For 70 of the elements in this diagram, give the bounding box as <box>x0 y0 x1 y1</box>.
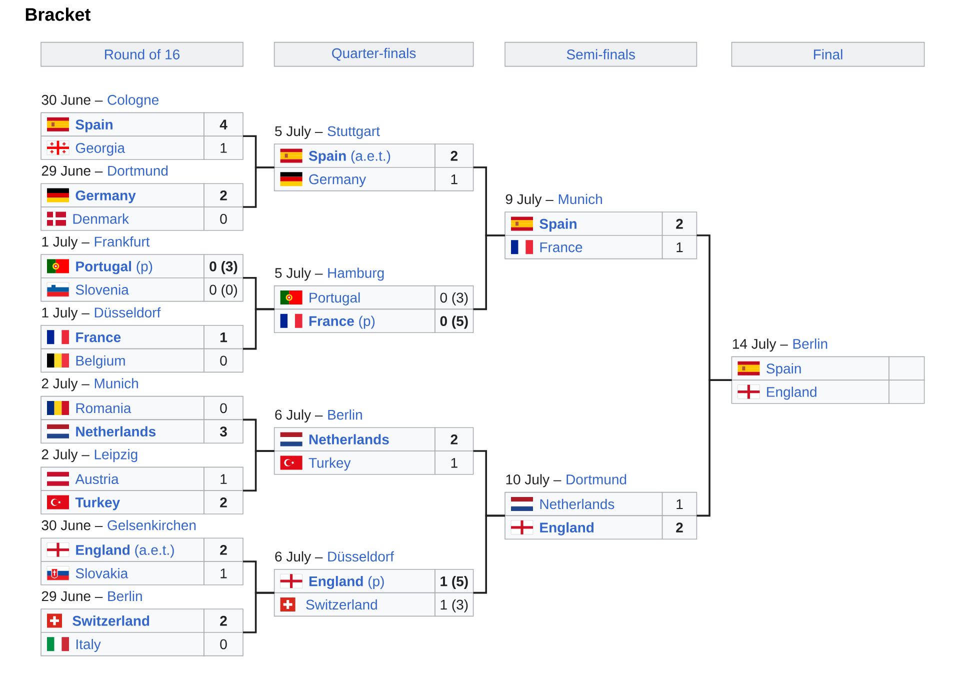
score-cell: 0 (5) <box>434 308 474 333</box>
score-cell: 2 <box>204 183 244 208</box>
venue-link: Leipzig <box>94 449 138 462</box>
bracket-line <box>696 379 732 517</box>
match-date: 1 July – <box>42 307 90 320</box>
match-date: 5 July – <box>275 268 323 281</box>
score-cell: 3 <box>204 419 244 444</box>
score-cell: 1 (5) <box>434 569 474 594</box>
round-header: Round of 16 <box>40 42 244 67</box>
score-cell: 2 <box>434 144 474 168</box>
venue-link: Hamburg <box>328 268 384 281</box>
venue-link: Munich <box>94 378 138 388</box>
score-cell: 0 (3) <box>434 285 474 310</box>
bracket-line <box>243 166 274 208</box>
score-cell: 0 (0) <box>204 278 244 302</box>
match-date: 9 July – <box>506 194 554 207</box>
score-cell: 2 <box>662 212 698 236</box>
venue-link: Düsseldorf <box>328 551 394 562</box>
score-cell: 1 <box>204 466 244 491</box>
round-header: Quarter-finals <box>274 42 474 67</box>
match-date: 2 July – <box>42 378 90 392</box>
score-cell: 1 <box>434 450 474 475</box>
score-cell: 1 <box>204 136 244 160</box>
venue-link: Stuttgart <box>328 126 380 139</box>
score-cell: 0 <box>204 632 244 656</box>
score-cell: 0 <box>204 396 244 420</box>
match-date: 29 June – <box>42 591 103 602</box>
bracket-line <box>243 592 274 634</box>
score-cell: 2 <box>662 515 698 540</box>
match-date: 10 July – <box>506 474 562 488</box>
score-cell: 1 <box>204 561 244 586</box>
score-cell: 0 <box>204 206 244 231</box>
round-header: Final <box>731 42 925 67</box>
venue-link: Munich <box>558 194 602 204</box>
score-cell: 1 <box>662 492 698 516</box>
score-cell: 4 <box>204 112 244 136</box>
match-date: 29 June – <box>42 166 103 176</box>
match-date: 6 July – <box>275 409 323 422</box>
venue-link: Berlin <box>108 590 142 602</box>
score-cell: 1 <box>662 235 698 260</box>
venue-link: Dortmund <box>566 474 626 484</box>
venue-link: Gelsenkirchen <box>108 520 196 530</box>
venue-link: Düsseldorf <box>94 307 161 318</box>
score-cell: 2 <box>204 490 244 514</box>
match-date: 30 June – <box>42 94 103 105</box>
bracket-line <box>473 514 505 594</box>
score-cell: 0 <box>204 348 244 373</box>
score-cell: 1 (3) <box>434 592 474 617</box>
score-cell: 2 <box>204 538 244 562</box>
match-date: 1 July – <box>42 236 90 250</box>
venue-link: Dortmund <box>108 165 168 176</box>
match-date: 5 July – <box>275 126 323 139</box>
score-cell: 1 <box>204 325 244 350</box>
score-cell: 1 <box>434 167 474 192</box>
score-cell: 0 (3) <box>204 254 244 278</box>
venue-link: Berlin <box>328 409 362 420</box>
venue-link: Cologne <box>108 94 159 108</box>
title: Bracket <box>26 8 90 21</box>
venue-link: Frankfurt <box>94 236 150 247</box>
score-cell: 2 <box>434 427 474 452</box>
score-cell: 2 <box>204 608 244 633</box>
bracket-line <box>243 308 274 350</box>
match-date: 2 July – <box>42 449 90 462</box>
match-date: 6 July – <box>275 551 323 564</box>
round-header: Semi-finals <box>504 42 698 67</box>
match-date: 30 June – <box>42 520 103 530</box>
bracket-line <box>243 450 274 492</box>
bracket-line <box>473 234 505 310</box>
match-date: 14 July – <box>732 338 788 352</box>
venue-link: Berlin <box>793 338 828 349</box>
